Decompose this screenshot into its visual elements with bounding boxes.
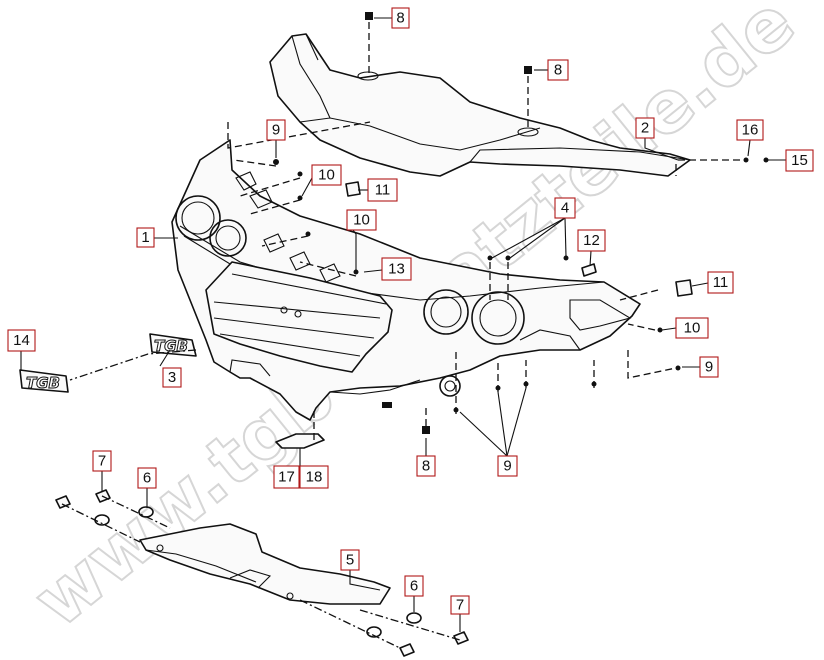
part-badge: TGB <box>149 333 197 357</box>
part-upper-cowl <box>269 33 691 177</box>
callout-15[interactable]: 15 <box>785 149 814 172</box>
callout-2[interactable]: 2 <box>635 117 655 139</box>
callout-8-bottom[interactable]: 8 <box>416 455 436 477</box>
assembly-lines <box>61 22 744 649</box>
svg-text:14: 14 <box>13 332 30 349</box>
callout-12[interactable]: 12 <box>577 229 606 252</box>
callout-7-left[interactable]: 7 <box>92 450 112 472</box>
callout-9-left[interactable]: 9 <box>266 119 286 141</box>
svg-text:12: 12 <box>583 232 600 249</box>
svg-text:3: 3 <box>168 369 176 386</box>
callout-4[interactable]: 4 <box>554 197 576 219</box>
hardware-bolts <box>273 12 769 434</box>
hardware-washers <box>55 489 469 657</box>
callout-6-right[interactable]: 6 <box>404 575 424 597</box>
svg-text:11: 11 <box>713 274 729 291</box>
svg-text:6: 6 <box>410 578 418 595</box>
part-skid-plate <box>139 523 391 605</box>
callout-1[interactable]: 1 <box>136 227 155 248</box>
callout-13[interactable]: 13 <box>381 257 412 281</box>
part-emblem: TGB <box>19 369 69 393</box>
svg-text:8: 8 <box>396 10 404 27</box>
svg-text:10: 10 <box>353 212 370 229</box>
svg-text:9: 9 <box>503 458 511 475</box>
svg-text:5: 5 <box>346 552 354 569</box>
part-nut-11-right <box>675 279 693 297</box>
part-nut-11-left <box>345 181 361 197</box>
callout-17[interactable]: 17 <box>273 465 300 489</box>
svg-text:9: 9 <box>705 359 713 376</box>
svg-text:18: 18 <box>306 469 323 486</box>
part-reflector <box>275 433 325 449</box>
svg-text:8: 8 <box>422 458 430 475</box>
part-clip-12 <box>581 263 597 277</box>
callout-11-left[interactable]: 11 <box>367 178 398 202</box>
callout-10-right[interactable]: 10 <box>675 317 709 339</box>
callout-5[interactable]: 5 <box>340 549 360 571</box>
svg-text:10: 10 <box>684 320 701 337</box>
svg-text:7: 7 <box>98 453 106 470</box>
callout-16[interactable]: 16 <box>736 119 764 141</box>
svg-text:15: 15 <box>791 152 808 169</box>
callout-10-top[interactable]: 10 <box>311 164 342 186</box>
svg-text:10: 10 <box>318 167 335 184</box>
svg-text:16: 16 <box>742 122 759 139</box>
emblem-label: TGB <box>26 374 60 392</box>
callout-6-left[interactable]: 6 <box>137 467 157 489</box>
svg-text:6: 6 <box>143 470 151 487</box>
leader-lines <box>20 17 786 632</box>
callout-10-mid[interactable]: 10 <box>346 209 377 231</box>
callout-8-mid[interactable]: 8 <box>547 59 569 81</box>
svg-text:17: 17 <box>278 469 295 486</box>
svg-text:13: 13 <box>388 261 405 278</box>
svg-text:2: 2 <box>641 120 649 137</box>
part-grille <box>205 261 393 373</box>
callout-14[interactable]: 14 <box>7 329 36 352</box>
svg-text:8: 8 <box>554 62 562 79</box>
callout-11-right[interactable]: 11 <box>707 271 734 294</box>
callout-3[interactable]: 3 <box>162 367 182 388</box>
svg-text:4: 4 <box>561 200 569 217</box>
callout-7-right[interactable]: 7 <box>450 595 470 615</box>
svg-text:9: 9 <box>272 122 280 139</box>
callout-9-right[interactable]: 9 <box>699 356 719 378</box>
svg-text:1: 1 <box>141 229 149 246</box>
svg-text:7: 7 <box>456 597 464 614</box>
callout-8-top[interactable]: 8 <box>391 7 410 29</box>
callout-18[interactable]: 18 <box>299 465 329 489</box>
svg-text:11: 11 <box>375 182 391 199</box>
callout-9-bottom[interactable]: 9 <box>497 455 518 477</box>
badge-label: TGB <box>154 337 188 355</box>
